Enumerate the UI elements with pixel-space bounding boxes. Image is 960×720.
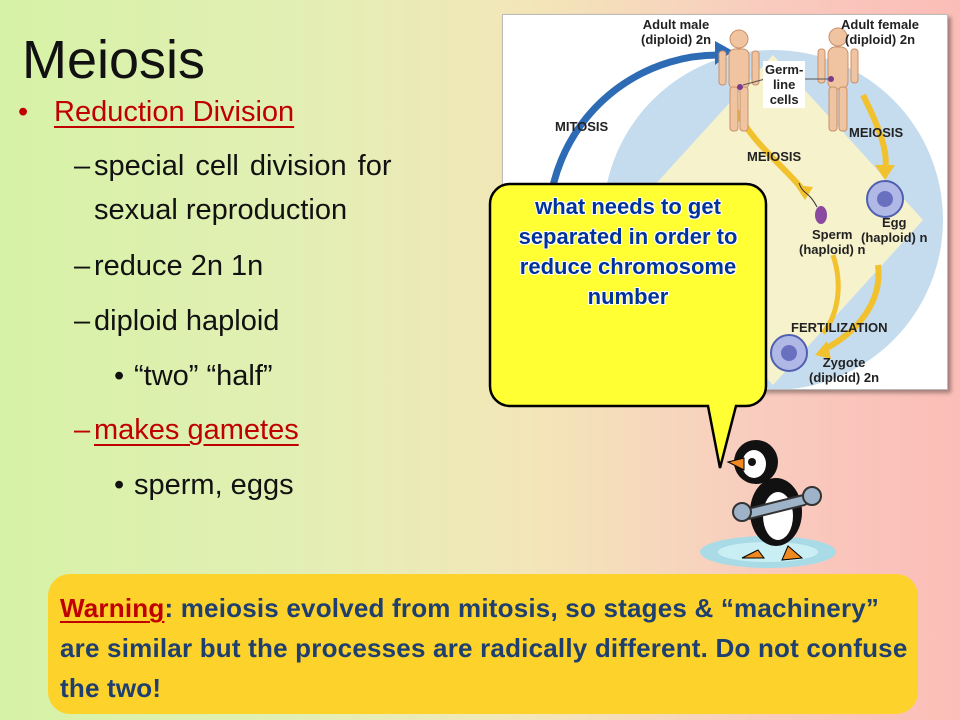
bullet-symbol: • [114, 360, 125, 392]
egg-title: Egg [881, 215, 907, 230]
speech-bubble-text: what needs to get separated in order to … [518, 194, 738, 309]
bullet-two-half: “two” “half” [134, 360, 273, 392]
bullet-symbol: • [18, 96, 29, 128]
adult-female-ploidy: (diploid) 2n [844, 32, 916, 47]
adult-male-title: Adult male [642, 17, 710, 32]
warning-label: Warning [60, 593, 165, 623]
egg-ploidy: (haploid) n [861, 230, 928, 245]
bullet-special-cell-division: special cell division for [94, 150, 392, 182]
adult-male-label: Adult male (diploid) 2n [641, 17, 711, 47]
bullet-reduce-2n-1n: reduce 2n 1n [94, 250, 264, 282]
zygote-label: Zygote (diploid) 2n [809, 355, 879, 385]
germline-label: Germ- line cells [763, 61, 806, 108]
sperm-label: Sperm (haploid) n [799, 227, 865, 257]
dash-symbol: – [74, 305, 91, 337]
fertilization-label: FERTILIZATION [791, 320, 888, 335]
bullet-symbol: • [114, 469, 125, 501]
sperm-ploidy: (haploid) n [799, 242, 866, 257]
meiosis-left-label: MEIOSIS [747, 149, 802, 164]
penguin-wrench-icon [700, 440, 836, 568]
slide-title: Meiosis [22, 30, 206, 90]
bullet-makes-gametes: makes gametes [94, 414, 299, 446]
mitosis-label: MITOSIS [555, 119, 609, 134]
speech-bubble [488, 182, 768, 469]
bullet-diploid-haploid: diploid haploid [94, 305, 280, 337]
adult-female-title: Adult female [841, 17, 920, 32]
adult-female-label: Adult female (diploid) 2n [841, 17, 919, 47]
bullet-reduction-division: Reduction Division [54, 96, 295, 128]
dash-symbol: – [74, 150, 91, 182]
dash-symbol: – [74, 414, 91, 446]
zygote-title: Zygote [822, 355, 866, 370]
dash-symbol: – [74, 250, 91, 282]
sperm-title: Sperm [811, 227, 853, 242]
warning-text: : meiosis evolved from mitosis, so stage… [60, 593, 908, 703]
meiosis-right-label: MEIOSIS [849, 125, 904, 140]
zygote-ploidy: (diploid) 2n [809, 370, 880, 385]
egg-label: Egg (haploid) n [861, 215, 927, 245]
bullet-sexual-reproduction: sexual reproduction [94, 194, 348, 226]
bullet-sperm-eggs: sperm, eggs [134, 469, 294, 501]
adult-male-ploidy: (diploid) 2n [641, 32, 712, 47]
warning-box: Warning: meiosis evolved from mitosis, s… [48, 574, 918, 714]
